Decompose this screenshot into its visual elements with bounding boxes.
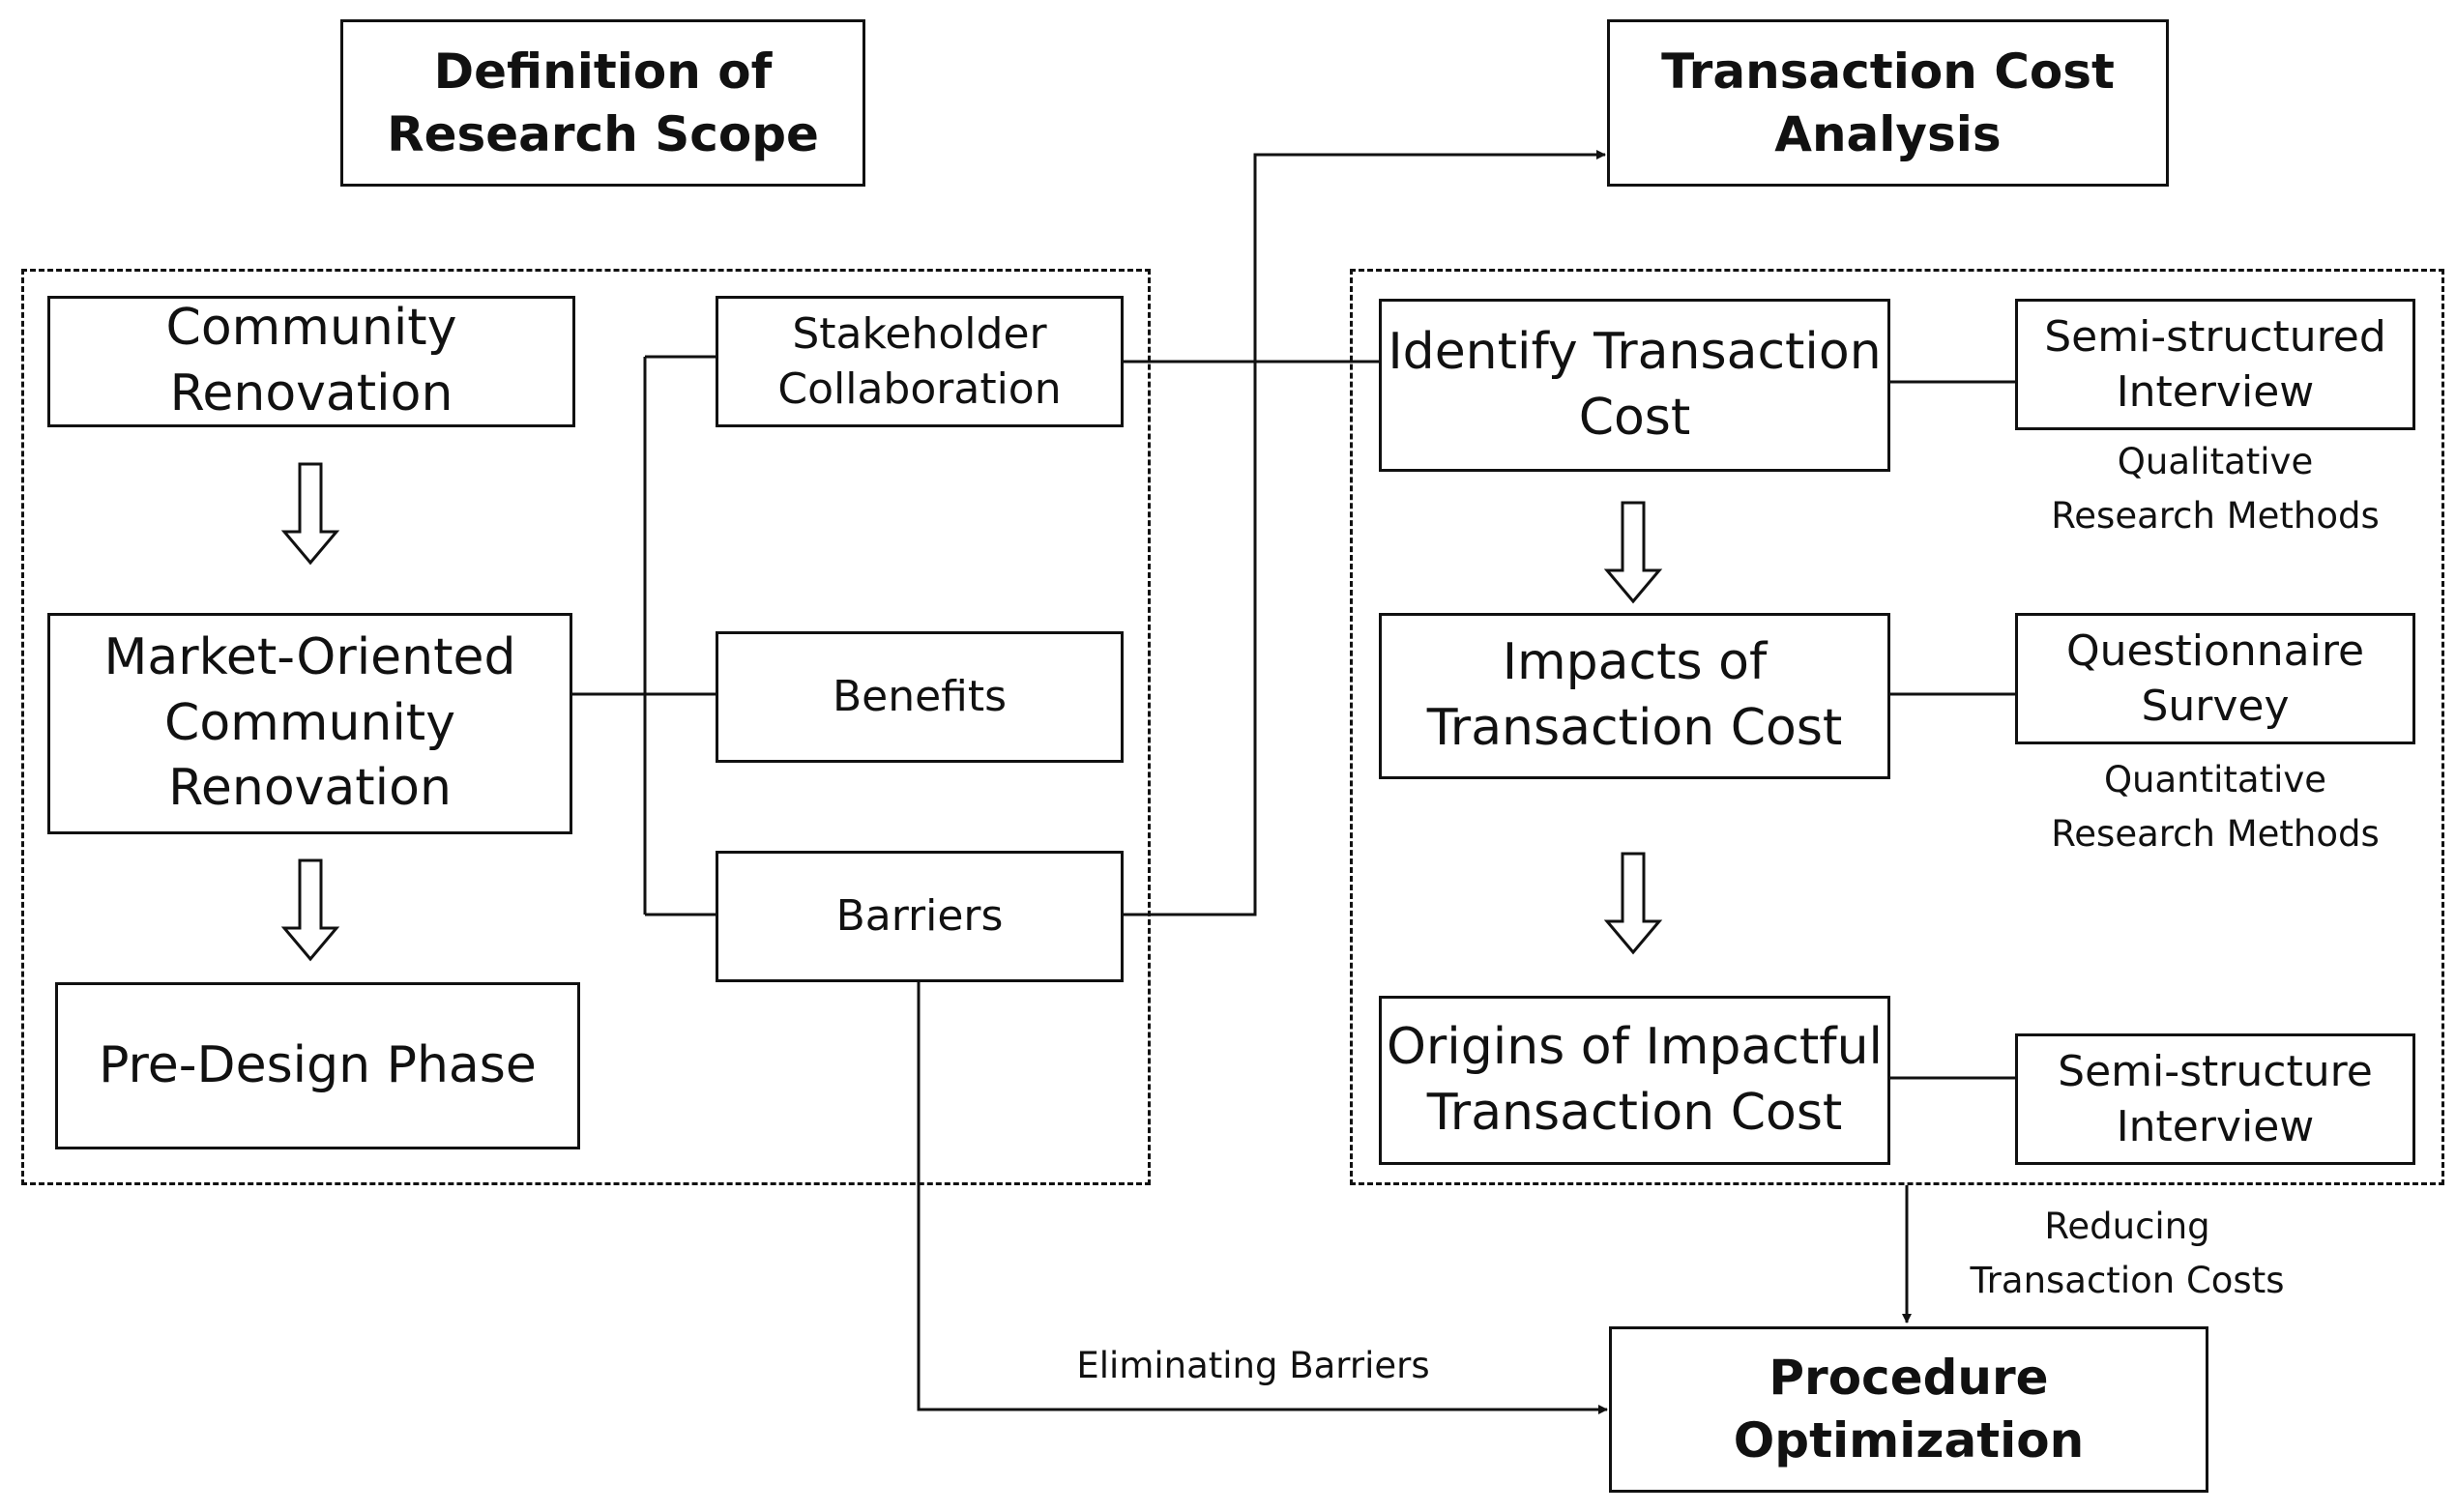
impacts-of-transaction-cost-box: Impacts of Transaction Cost bbox=[1379, 613, 1890, 779]
transaction-cost-analysis-title: Transaction Cost Analysis bbox=[1661, 43, 2115, 162]
transaction-cost-analysis-title-box: Transaction Cost Analysis bbox=[1607, 19, 2169, 187]
research-scope-title: Definition of Research Scope bbox=[387, 43, 819, 162]
connector-barriers-optimization bbox=[917, 981, 1608, 1414]
benefits-box: Benefits bbox=[716, 631, 1124, 763]
research-scope-title-box: Definition of Research Scope bbox=[340, 19, 865, 187]
reducing-transaction-costs-caption: Reducing Transaction Costs bbox=[1970, 1206, 2285, 1301]
semi-structure-interview-box: Semi-structure Interview bbox=[2015, 1033, 2415, 1165]
procedure-optimization-box: Procedure Optimization bbox=[1609, 1326, 2208, 1493]
research-scope-frame bbox=[21, 269, 1151, 1185]
procedure-optimization-title: Procedure Optimization bbox=[1733, 1350, 2085, 1468]
eliminating-barriers-caption: Eliminating Barriers bbox=[1076, 1345, 1430, 1386]
hollow-down-arrow-icon bbox=[1603, 501, 1663, 604]
barriers-box: Barriers bbox=[716, 851, 1124, 982]
identify-transaction-cost-label: Identify Transaction Cost bbox=[1388, 322, 1882, 447]
origins-of-transaction-cost-label: Origins of Impactful Transaction Cost bbox=[1387, 1017, 1883, 1142]
stakeholder-collaboration-box: Stakeholder Collaboration bbox=[716, 296, 1124, 427]
connector-barriers-analysis bbox=[1122, 150, 1606, 916]
pre-design-phase-label: Pre-Design Phase bbox=[99, 1035, 537, 1094]
hollow-down-arrow-icon bbox=[280, 462, 340, 566]
benefits-label: Benefits bbox=[832, 672, 1008, 722]
pre-design-phase-box: Pre-Design Phase bbox=[55, 982, 580, 1149]
transaction-cost-frame bbox=[1350, 269, 2444, 1185]
market-oriented-box: Market-Oriented Community Renovation bbox=[47, 613, 572, 834]
market-oriented-label: Market-Oriented Community Renovation bbox=[103, 628, 516, 818]
origins-of-transaction-cost-box: Origins of Impactful Transaction Cost bbox=[1379, 996, 1890, 1165]
qualitative-methods-caption: Qualitative Research Methods bbox=[2051, 441, 2380, 537]
stakeholder-collaboration-label: Stakeholder Collaboration bbox=[777, 308, 1062, 414]
quantitative-methods-caption: Quantitative Research Methods bbox=[2051, 759, 2380, 855]
barriers-label: Barriers bbox=[835, 891, 1004, 942]
community-renovation-box: Community Renovation bbox=[47, 296, 575, 427]
questionnaire-survey-label: Questionnaire Survey bbox=[2065, 625, 2365, 731]
hollow-down-arrow-icon bbox=[280, 858, 340, 962]
identify-transaction-cost-box: Identify Transaction Cost bbox=[1379, 299, 1890, 472]
community-renovation-label: Community Renovation bbox=[165, 299, 457, 422]
questionnaire-survey-box: Questionnaire Survey bbox=[2015, 613, 2415, 744]
hollow-down-arrow-icon bbox=[1603, 852, 1663, 955]
semi-structured-interview-box: Semi-structured Interview bbox=[2015, 299, 2415, 430]
semi-structured-interview-label: Semi-structured Interview bbox=[2044, 311, 2386, 417]
impacts-of-transaction-cost-label: Impacts of Transaction Cost bbox=[1426, 633, 1843, 757]
semi-structure-interview-label: Semi-structure Interview bbox=[2058, 1046, 2373, 1151]
